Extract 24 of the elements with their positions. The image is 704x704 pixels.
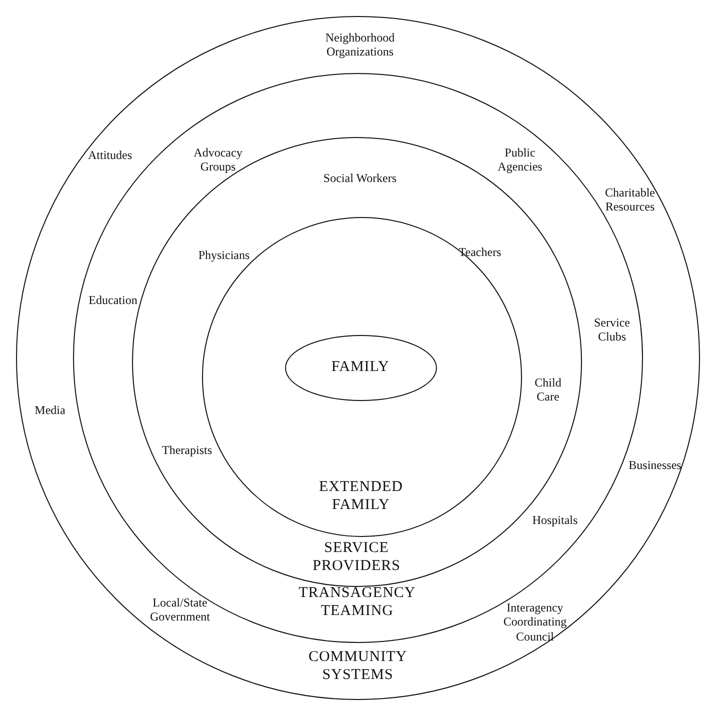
ring-label: Physicians [197, 248, 251, 262]
ring-title: COMMUNITY SYSTEMS [307, 648, 408, 684]
family-ellipse [284, 334, 437, 401]
ring-label: Media [34, 402, 66, 418]
ring-label: Teachers [458, 244, 502, 260]
ring-label: Charitable Resources [604, 186, 656, 214]
ring-title: FAMILY [330, 358, 390, 376]
ring-label: Education [88, 292, 138, 308]
ring-label: Local/State Government [149, 596, 211, 624]
ring-label: Interagency Coordinating Council [502, 600, 568, 644]
ring-circle [16, 16, 700, 700]
ring-title: EXTENDED FAMILY [318, 478, 404, 514]
ring-label: Neighborhood Organizations [324, 30, 396, 60]
ring-label: Service Clubs [593, 316, 631, 344]
ring-label: Child Care [534, 376, 562, 404]
ring-label: Attitudes [87, 148, 133, 162]
ring-label: Social Workers [322, 170, 398, 186]
ring-label: Therapists [161, 442, 213, 458]
ring-label: Advocacy Groups [192, 146, 244, 174]
ring-title: SERVICE PROVIDERS [312, 538, 402, 575]
ring-title: TRANSAGENCY TEAMING [298, 584, 417, 620]
ring-label: Businesses [628, 458, 682, 472]
ring-label: Public Agencies [496, 146, 544, 174]
ring-label: Hospitals [531, 512, 579, 528]
